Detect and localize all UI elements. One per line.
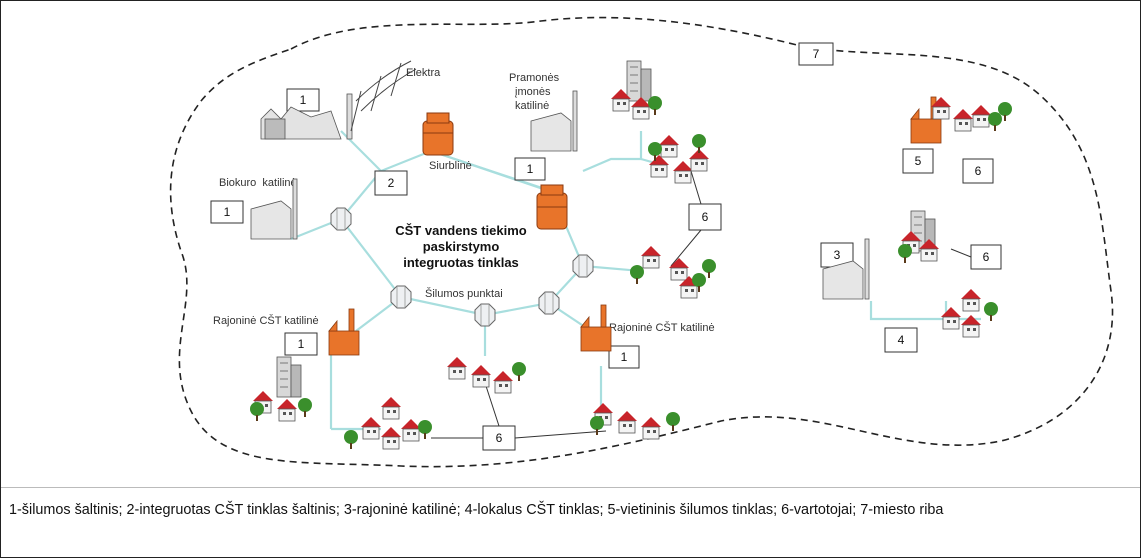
svg-text:4: 4 bbox=[898, 333, 905, 347]
svg-text:2: 2 bbox=[388, 176, 395, 190]
number-box-local-heat: 5 bbox=[902, 148, 934, 174]
number-box-source-pramones: 1 bbox=[514, 157, 546, 181]
svg-text:6: 6 bbox=[983, 250, 990, 264]
substation-icon bbox=[538, 291, 560, 315]
caption-separator bbox=[1, 487, 1140, 488]
consumer-cluster bbox=[630, 245, 716, 299]
number-box-source-biokuro: 1 bbox=[210, 200, 244, 224]
label-rajonine-right: Rajoninė CŠT katilinė bbox=[609, 321, 715, 334]
city-boundary bbox=[169, 16, 1114, 468]
number-box-consumer-local: 6 bbox=[962, 158, 994, 184]
number-box-local-network: 4 bbox=[884, 327, 918, 353]
svg-text:7: 7 bbox=[813, 47, 820, 61]
label-elektra: Elektra bbox=[406, 67, 441, 79]
substation-icon bbox=[330, 207, 352, 231]
consumer-cluster bbox=[610, 60, 662, 120]
svg-text:1: 1 bbox=[300, 93, 307, 107]
power-plant-icon bbox=[260, 93, 353, 140]
label-silumos-punktai: Šilumos punktai bbox=[425, 287, 503, 300]
svg-text:6: 6 bbox=[496, 431, 503, 445]
number-box-network: 2 bbox=[374, 170, 408, 196]
svg-text:6: 6 bbox=[702, 210, 709, 224]
svg-text:1: 1 bbox=[298, 337, 305, 351]
label-pramones-3: katilinė bbox=[515, 100, 549, 112]
pump-station-icon bbox=[422, 112, 454, 156]
center-label-3: integruotas tinklas bbox=[403, 255, 519, 270]
number-box-consumers-bottom: 6 bbox=[482, 425, 516, 451]
svg-text:6: 6 bbox=[975, 164, 982, 178]
leader-lines bbox=[431, 170, 972, 439]
label-rajonine-left: Rajoninė CŠT katilinė bbox=[213, 314, 319, 327]
number-box-consumers-right: 6 bbox=[688, 203, 722, 231]
consumer-cluster bbox=[590, 402, 680, 440]
label-siurbline: Siurblinė bbox=[429, 160, 472, 172]
number-box-source-rajonine-left: 1 bbox=[284, 332, 318, 356]
label-pramones-2: įmonės bbox=[515, 86, 551, 98]
consumer-cluster bbox=[250, 356, 312, 422]
svg-text:5: 5 bbox=[915, 154, 922, 168]
district-boiler-left-icon bbox=[328, 308, 360, 356]
svg-text:1: 1 bbox=[621, 350, 628, 364]
number-box-boundary: 7 bbox=[798, 42, 834, 66]
figure-caption: 1-šilumos šaltinis; 2-integruotas CŠT ti… bbox=[9, 502, 944, 518]
number-box-consumer-right-local: 6 bbox=[970, 244, 1002, 270]
pump-station-right-icon bbox=[536, 184, 568, 230]
consumer-cluster bbox=[930, 96, 1012, 132]
svg-text:3: 3 bbox=[834, 248, 841, 262]
center-label-1: CŠT vandens tiekimo bbox=[395, 223, 527, 238]
label-biokuro: Biokuro katilinė bbox=[219, 177, 297, 189]
power-line-icon bbox=[350, 60, 417, 132]
svg-text:1: 1 bbox=[224, 205, 231, 219]
svg-text:1: 1 bbox=[527, 162, 534, 176]
consumer-cluster bbox=[344, 396, 432, 450]
consumer-cluster bbox=[940, 288, 998, 338]
consumer-cluster bbox=[898, 210, 940, 263]
district-boiler-right-icon bbox=[580, 304, 612, 352]
substation-icon bbox=[474, 303, 496, 327]
substation-icon bbox=[390, 285, 412, 309]
consumer-cluster bbox=[648, 134, 710, 184]
number-box-source-rajonine-right: 1 bbox=[608, 345, 640, 369]
center-label-2: paskirstymo bbox=[423, 239, 500, 254]
label-pramones-1: Pramonės bbox=[509, 72, 560, 84]
district-heating-diagram: 7 1 2 1 1 5 6 6 3 6 4 1 bbox=[169, 16, 1114, 468]
substation-icon bbox=[572, 254, 594, 278]
number-box-source-top: 1 bbox=[286, 88, 320, 112]
